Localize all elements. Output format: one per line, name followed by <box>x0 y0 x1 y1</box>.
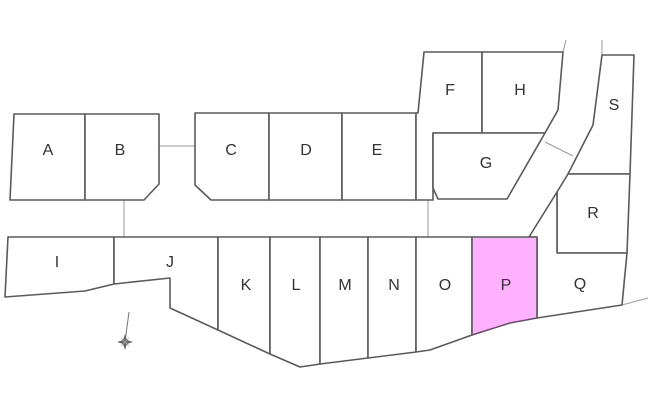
lot-M[interactable]: M <box>319 236 369 365</box>
lot-G[interactable]: G <box>432 132 546 200</box>
road-lines <box>123 39 649 306</box>
lot-K[interactable]: K <box>217 236 271 355</box>
lot-label-A: A <box>43 142 54 159</box>
lot-label-F: F <box>445 82 455 99</box>
lot-H[interactable]: H <box>481 51 564 134</box>
lot-label-I: I <box>55 254 59 271</box>
lot-N[interactable]: N <box>367 236 417 359</box>
lot-A[interactable]: A <box>9 113 86 201</box>
lot-I[interactable]: I <box>4 236 115 298</box>
lot-B[interactable]: B <box>84 113 160 201</box>
lot-label-Q: Q <box>574 276 586 293</box>
lot-label-D: D <box>300 142 312 159</box>
lot-R[interactable]: R <box>556 173 631 254</box>
lot-label-M: M <box>338 277 351 294</box>
lot-label-L: L <box>292 277 301 294</box>
lot-label-C: C <box>225 142 237 159</box>
lot-label-S: S <box>609 97 620 114</box>
lot-J[interactable]: J <box>113 236 219 331</box>
lot-E[interactable]: E <box>341 112 417 201</box>
lot-C[interactable]: C <box>194 112 270 201</box>
lot-O[interactable]: O <box>415 236 473 353</box>
lot-label-G: G <box>480 155 492 172</box>
lot-label-H: H <box>514 82 526 99</box>
lot-label-N: N <box>388 277 400 294</box>
lot-L[interactable]: L <box>269 236 321 368</box>
lot-label-K: K <box>241 277 252 294</box>
lot-label-B: B <box>115 142 126 159</box>
lot-label-R: R <box>587 205 599 222</box>
lot-label-O: O <box>439 277 451 294</box>
lot-S[interactable]: S <box>567 54 635 175</box>
lot-label-E: E <box>372 142 383 159</box>
lot-label-P: P <box>501 277 512 294</box>
lot-D[interactable]: D <box>268 112 343 201</box>
compass-rose-icon <box>117 311 133 350</box>
lot-label-J: J <box>166 254 174 271</box>
lot-P[interactable]: P <box>471 236 538 336</box>
